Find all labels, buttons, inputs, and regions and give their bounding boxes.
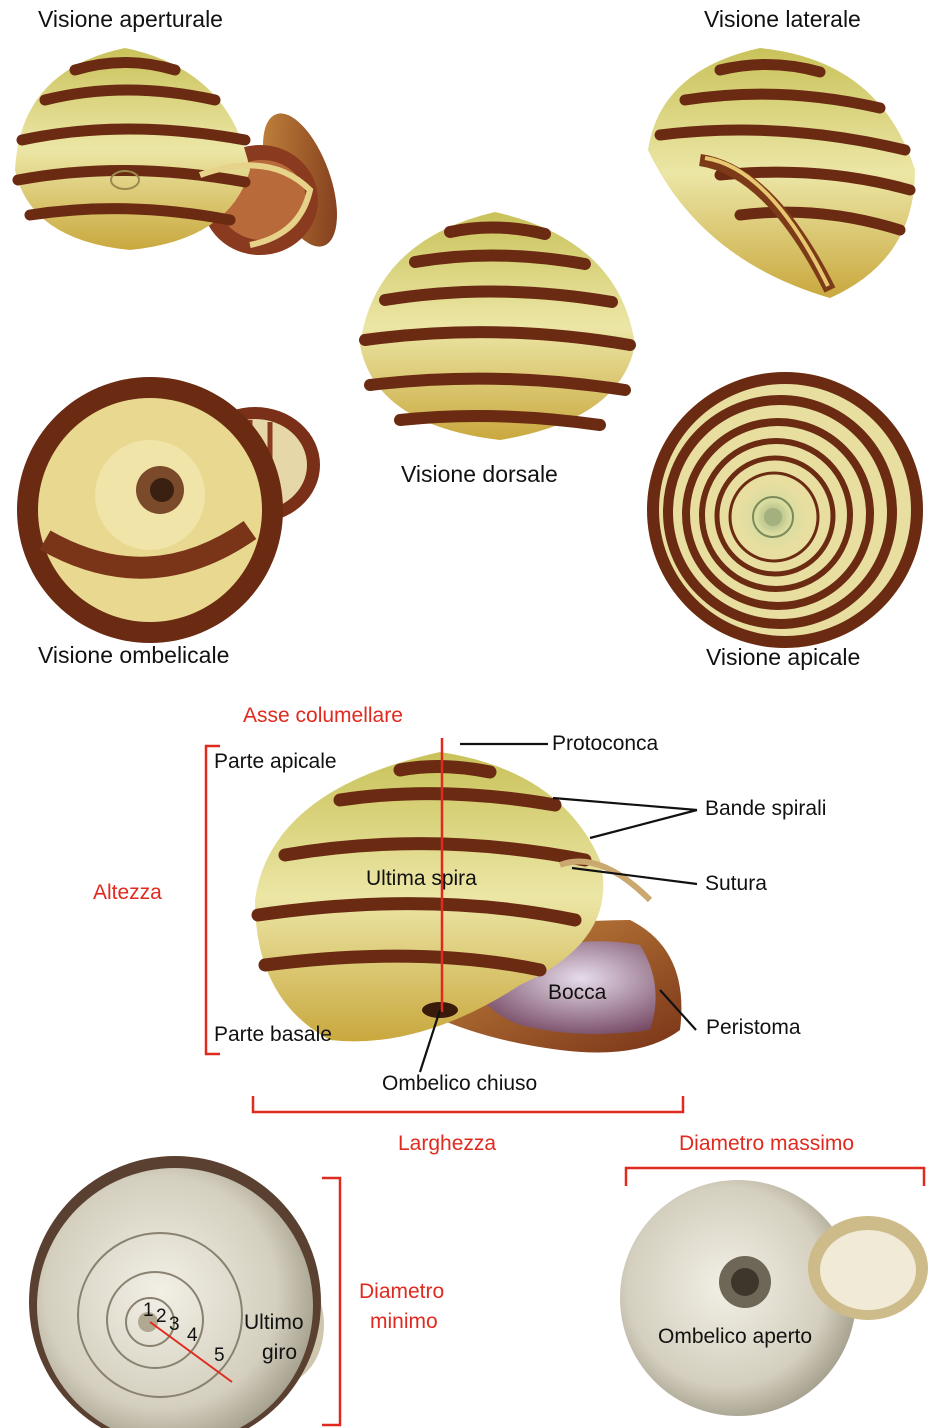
shell-whorls: [29, 1156, 324, 1428]
shell-apicale: [647, 372, 923, 648]
label-diametro-minimo-line2: minimo: [370, 1310, 438, 1334]
label-bande-spirali: Bande spirali: [705, 797, 826, 821]
label-ultima-spira: Ultima spira: [366, 867, 477, 891]
shell-laterale: [648, 48, 915, 298]
whorl-number-2: 2: [156, 1306, 167, 1328]
whorl-number-5: 5: [214, 1345, 225, 1367]
label-altezza: Altezza: [93, 881, 162, 905]
label-visione-aperturale: Visione aperturale: [38, 6, 223, 33]
larghezza-bracket: [253, 1096, 683, 1112]
label-diametro-massimo: Diametro massimo: [679, 1132, 854, 1156]
altezza-bracket: [206, 746, 220, 1054]
label-ultimo-giro-line2: giro: [262, 1341, 297, 1365]
label-parte-apicale: Parte apicale: [214, 750, 337, 774]
label-protoconca: Protoconca: [552, 732, 658, 756]
label-visione-apicale: Visione apicale: [706, 644, 860, 671]
shell-anatomy: [255, 752, 681, 1053]
label-visione-ombelicale: Visione ombelicale: [38, 642, 229, 669]
label-asse-columellare: Asse columellare: [243, 704, 403, 728]
label-peristoma: Peristoma: [706, 1016, 801, 1040]
label-visione-dorsale: Visione dorsale: [401, 461, 558, 488]
whorl-number-1: 1: [143, 1300, 154, 1322]
diametro-massimo-bracket: [626, 1168, 924, 1186]
label-diametro-minimo-line1: Diametro: [359, 1280, 444, 1304]
whorl-number-4: 4: [187, 1325, 198, 1347]
label-ombelico-aperto: Ombelico aperto: [658, 1325, 812, 1349]
label-ombelico-chiuso: Ombelico chiuso: [382, 1072, 537, 1096]
diametro-minimo-bracket: [322, 1178, 340, 1425]
label-ultimo-giro-line1: Ultimo: [244, 1311, 304, 1335]
whorl-number-3: 3: [169, 1314, 180, 1336]
shell-ombelico-aperto: [620, 1180, 928, 1416]
shell-ombelicale: [17, 377, 320, 643]
label-visione-laterale: Visione laterale: [704, 6, 861, 33]
label-bocca: Bocca: [548, 981, 606, 1005]
shell-dorsale: [360, 212, 635, 440]
label-sutura: Sutura: [705, 872, 767, 896]
shell-aperturale: [15, 48, 352, 256]
label-larghezza: Larghezza: [398, 1132, 496, 1156]
label-parte-basale: Parte basale: [214, 1023, 332, 1047]
